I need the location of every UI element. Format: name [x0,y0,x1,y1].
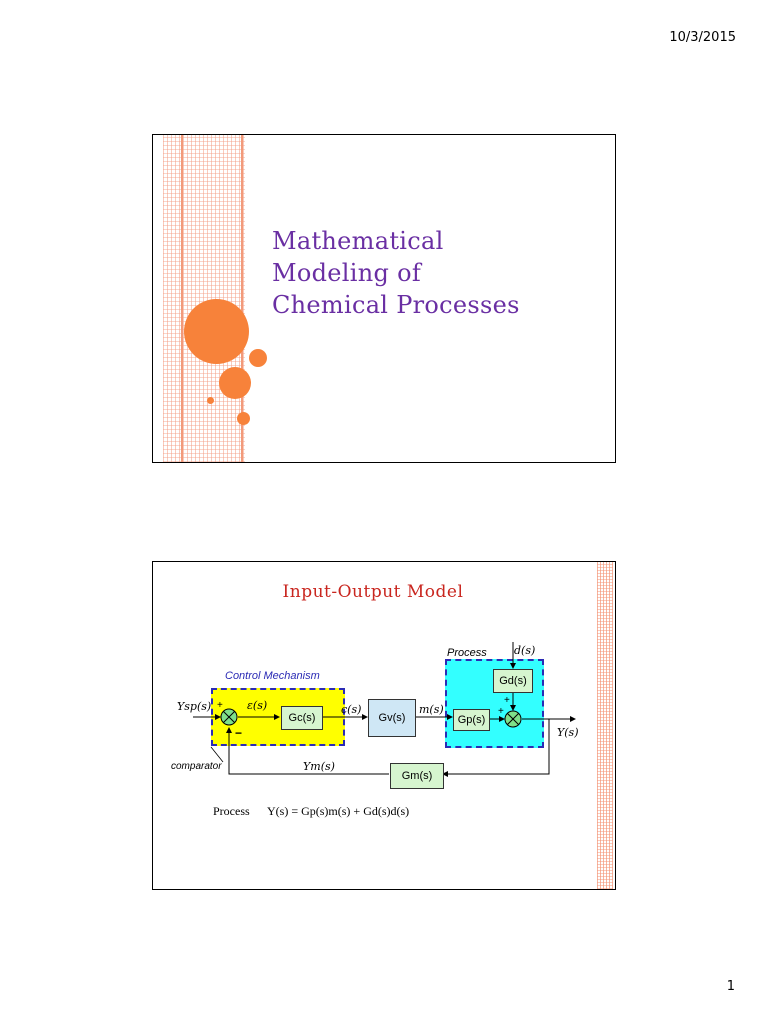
decorative-circle-large [184,299,249,364]
sign-plus-sp: + [217,700,223,711]
signal-eps: ε(s) [247,699,268,712]
equation-label: Process [213,804,250,818]
process-equation: Y(s) = Gp(s)m(s) + Gd(s)d(s) [267,804,410,818]
signal-y: Y(s) [557,726,579,739]
slide-input-output-model: Input-Output Model [152,561,616,890]
block-gv: Gv(s) [368,699,416,737]
block-gp: Gp(s) [453,709,490,731]
page-number: 1 [726,979,735,994]
decorative-circle-small-2 [237,412,250,425]
signal-d: d(s) [514,644,536,657]
sign-minus-feedback: − [235,726,243,740]
decorative-circle-medium [249,349,267,367]
decorative-circle-medium-2 [219,367,251,399]
signal-m: m(s) [419,703,444,716]
process-label: Process [447,647,487,659]
comparator-label: comparator [171,761,222,772]
block-gm: Gm(s) [390,763,444,789]
sign-plus-gd: + [504,695,510,706]
decorative-circle-small [207,397,214,404]
sign-plus-gp: + [498,706,504,717]
slide2-title: Input-Output Model [282,582,464,602]
block-gc: Gc(s) [281,706,323,730]
signal-c: c(s) [341,703,362,716]
signal-ysp: Ysp(s) [177,700,212,713]
title-line-2: Modeling of [272,259,422,287]
decorative-stripes-right [597,562,613,889]
block-diagram-wires [193,642,576,777]
block-gd: Gd(s) [493,669,533,693]
decorative-stripes-left [163,135,245,462]
date-header: 10/3/2015 [669,30,736,45]
slide-title: Mathematical Modeling of Chemical Proces… [152,134,616,463]
control-mechanism-label: Control Mechanism [225,670,320,682]
slide1-title: Mathematical Modeling of Chemical Proces… [272,225,520,321]
title-line-1: Mathematical [272,227,444,255]
title-line-3: Chemical Processes [272,291,520,319]
signal-ym: Ym(s) [303,760,335,773]
